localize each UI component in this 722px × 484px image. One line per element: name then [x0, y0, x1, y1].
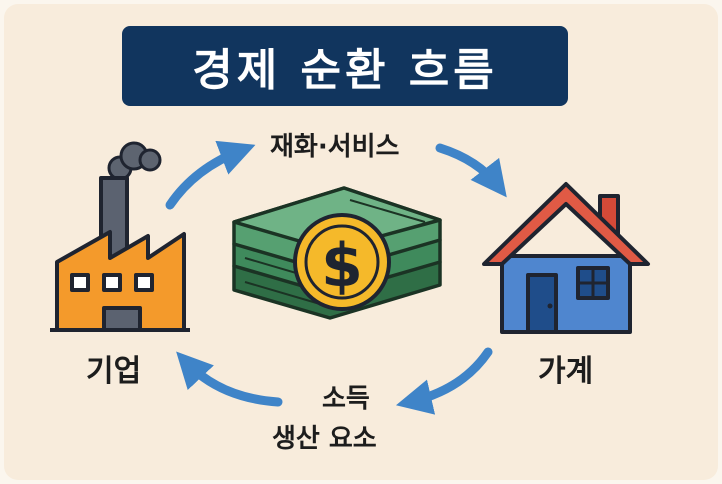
- label-production-factors: 생산 요소: [272, 424, 377, 454]
- coin-icon: $: [293, 213, 391, 311]
- label-firm: 기업: [86, 354, 142, 389]
- factory-icon: [50, 141, 190, 332]
- label-household: 가계: [538, 354, 594, 389]
- arrow-goods-to-household: [435, 143, 507, 198]
- dollar-sign: $: [321, 231, 363, 301]
- smoke-icon: [107, 141, 162, 181]
- title-banner: 경제 순환 흐름: [122, 26, 568, 106]
- label-income: 소득: [322, 384, 370, 414]
- arrow-firm-to-goods: [165, 140, 256, 210]
- arrow-household-to-income: [395, 347, 493, 415]
- label-goods-services: 재화·서비스: [270, 132, 400, 162]
- house-icon: [482, 182, 650, 334]
- arrow-factors-to-firm: [176, 351, 283, 407]
- diagram-title: 경제 순환 흐름: [192, 45, 498, 96]
